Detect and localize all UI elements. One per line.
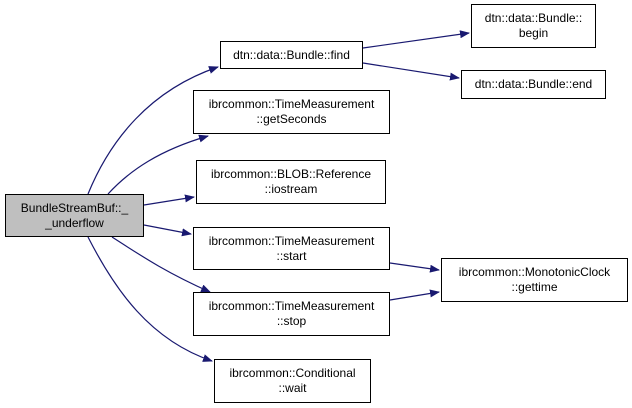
- node-label-line: ibrcommon::Conditional: [229, 366, 356, 380]
- node-label-line: ::gettime: [511, 280, 558, 294]
- node-bundle-end[interactable]: dtn::data::Bundle::end: [461, 70, 606, 99]
- node-label-line: _underflow: [45, 215, 104, 230]
- node-label-line: ibrcommon::TimeMeasurement: [208, 299, 375, 313]
- node-timemeasurement-start[interactable]: ibrcommon::TimeMeasurement ::start: [193, 227, 390, 270]
- node-monotonicclock-gettime[interactable]: ibrcommon::MonotonicClock ::gettime: [441, 258, 628, 302]
- edge-root-to-wait: [87, 236, 213, 362]
- node-label-line: ::getSeconds: [256, 112, 327, 126]
- node-label-line: ::stop: [276, 314, 307, 328]
- edge-root-to-start: [143, 224, 192, 237]
- node-label-line: dtn::data::Bundle::: [484, 11, 583, 25]
- edge-root-to-find: [87, 66, 219, 195]
- edge-root-to-iostream: [143, 194, 195, 206]
- node-label-line: ::wait: [278, 381, 307, 395]
- edge-stop-to-gettime: [389, 289, 440, 301]
- edge-find-to-end: [362, 62, 460, 81]
- node-bundlestreambuf-underflow: BundleStreamBuf::_ _underflow: [5, 194, 144, 237]
- node-label-line: ibrcommon::TimeMeasurement: [208, 97, 375, 111]
- node-label-line: BundleStreamBuf::_: [20, 200, 129, 215]
- node-label-line: ibrcommon::BLOB::Reference: [210, 167, 372, 181]
- node-bundle-find[interactable]: dtn::data::Bundle::find: [220, 41, 363, 69]
- node-label-line: begin: [518, 26, 549, 40]
- node-label-line: ibrcommon::TimeMeasurement: [208, 233, 375, 248]
- edge-root-to-stop: [111, 236, 211, 293]
- edge-find-to-begin: [362, 30, 470, 49]
- node-label-line: ibrcommon::MonotonicClock: [458, 265, 611, 279]
- node-label-line: dtn::data::Bundle::find: [233, 47, 350, 62]
- node-conditional-wait[interactable]: ibrcommon::Conditional ::wait: [214, 359, 371, 403]
- node-bundle-begin[interactable]: dtn::data::Bundle:: begin: [471, 4, 596, 48]
- node-label-line: ::iostream: [264, 182, 318, 196]
- node-label-line: dtn::data::Bundle::end: [474, 77, 593, 91]
- node-timemeasurement-stop[interactable]: ibrcommon::TimeMeasurement ::stop: [193, 292, 390, 336]
- edge-root-to-getSeconds: [107, 134, 209, 195]
- node-blob-reference-iostream[interactable]: ibrcommon::BLOB::Reference ::iostream: [196, 160, 386, 204]
- node-label-line: ::start: [276, 248, 307, 263]
- node-timemeasurement-getseconds[interactable]: ibrcommon::TimeMeasurement ::getSeconds: [193, 90, 390, 134]
- edge-start-to-gettime: [389, 262, 440, 273]
